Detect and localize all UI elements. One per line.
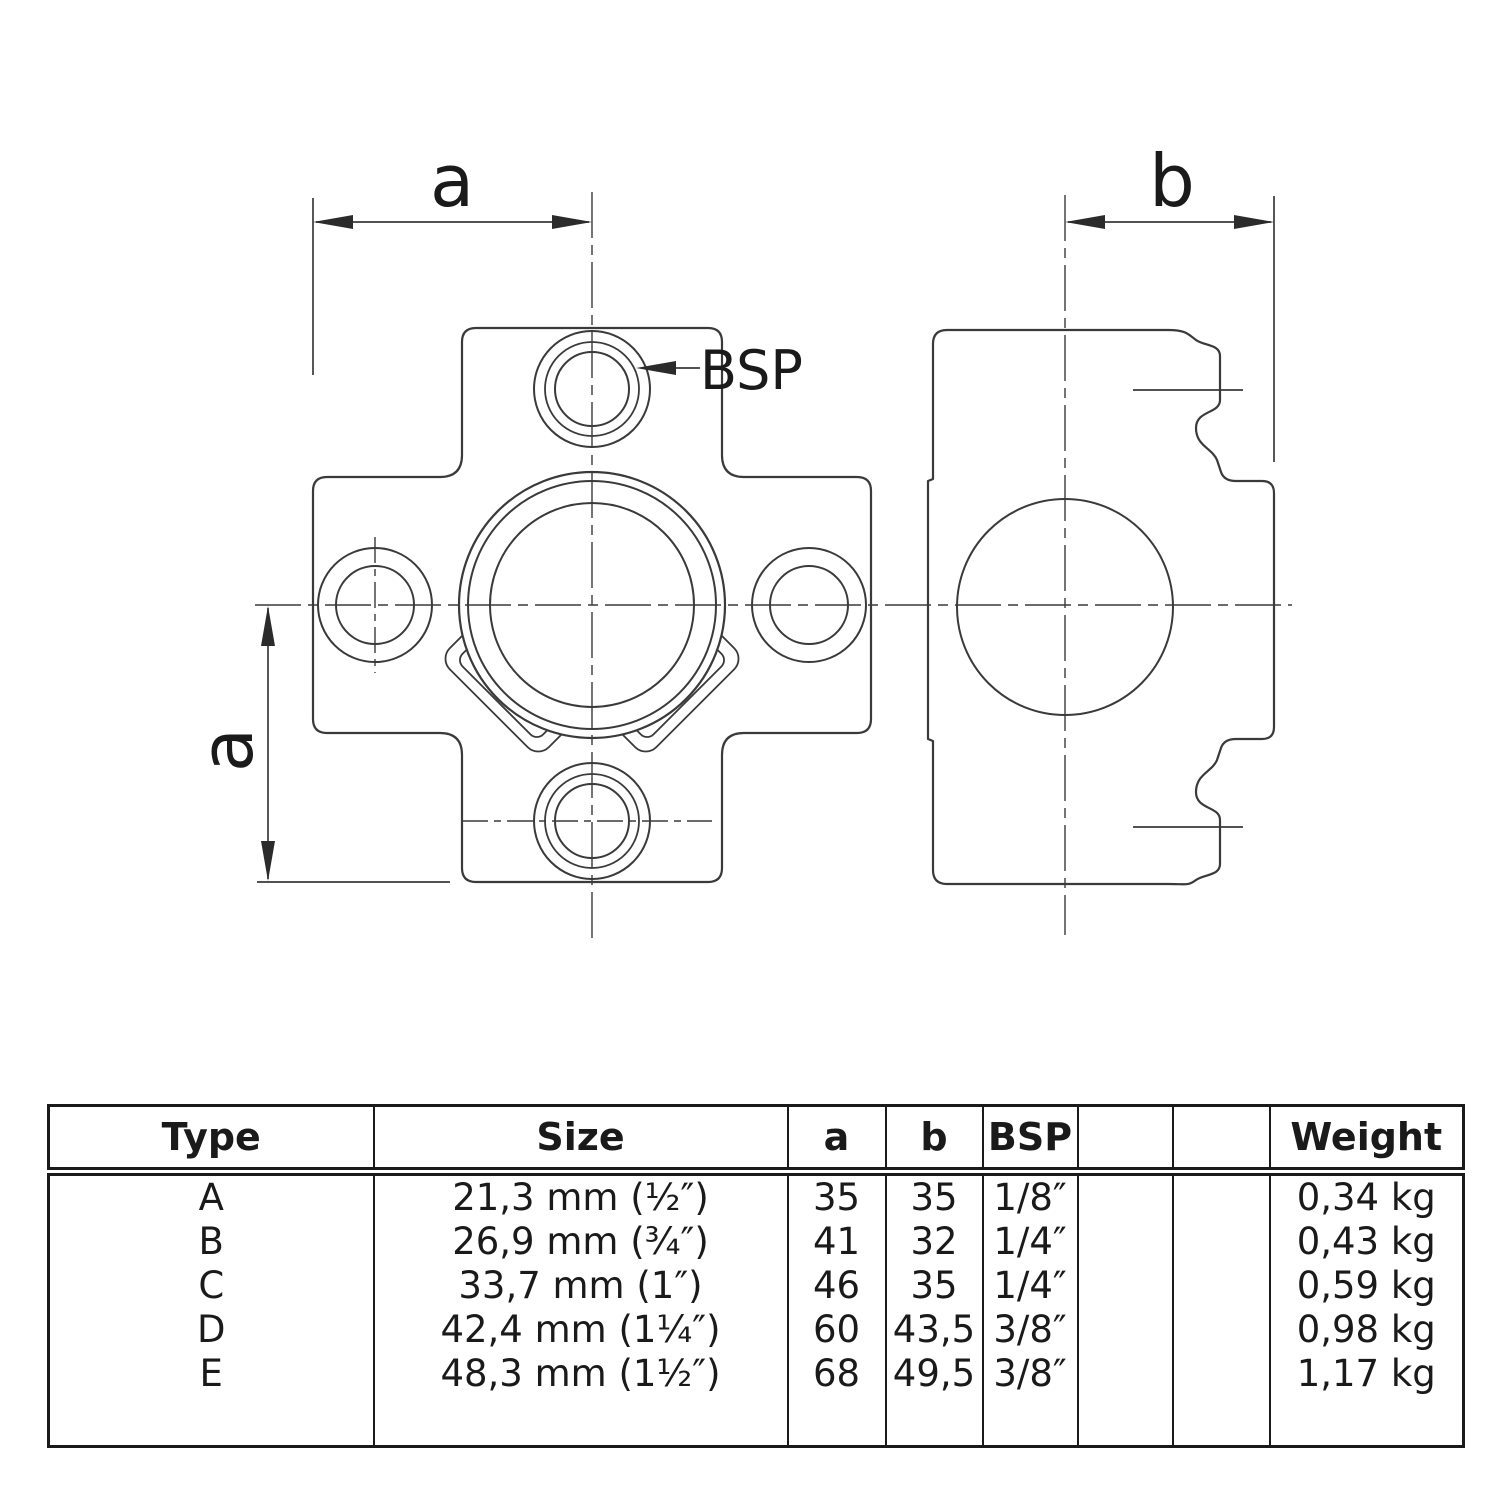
cell-type: C	[47, 1264, 375, 1308]
dim-a-left-arrow-down	[261, 841, 275, 881]
cell-empty-1	[1076, 1308, 1174, 1352]
cell-type: A	[47, 1171, 375, 1220]
cell-empty-1	[1076, 1352, 1174, 1396]
cell-weight: 0,59 kg	[1268, 1264, 1465, 1308]
cell-weight: 1,17 kg	[1268, 1352, 1465, 1396]
cell-empty-1	[1076, 1171, 1174, 1220]
dim-a-left-arrow-up	[261, 606, 275, 646]
cell-empty	[372, 1396, 789, 1447]
column-header-empty-1	[1076, 1105, 1174, 1176]
column-header-size: Size	[372, 1105, 789, 1176]
cell-empty	[884, 1396, 984, 1447]
cell-empty-2	[1171, 1264, 1271, 1308]
cell-empty	[981, 1396, 1079, 1447]
cell-bsp: 1/8″	[981, 1171, 1079, 1220]
column-header-type: Type	[47, 1105, 375, 1176]
cell-a: 60	[786, 1308, 887, 1352]
technical-drawing: a a b BSP	[185, 139, 1292, 938]
cell-empty-1	[1076, 1220, 1174, 1264]
bsp-arrowhead	[636, 361, 676, 375]
cell-type: D	[47, 1308, 375, 1352]
cell-empty-1	[1076, 1264, 1174, 1308]
cell-empty	[1076, 1396, 1174, 1447]
cell-size: 42,4 mm (1¼″)	[372, 1308, 789, 1352]
cell-b: 32	[884, 1220, 984, 1264]
cell-empty	[1268, 1396, 1465, 1447]
cell-weight: 0,98 kg	[1268, 1308, 1465, 1352]
cell-b: 35	[884, 1264, 984, 1308]
cell-empty	[47, 1396, 375, 1447]
cell-a: 46	[786, 1264, 887, 1308]
cell-empty-2	[1171, 1220, 1271, 1264]
cell-size: 26,9 mm (¾″)	[372, 1220, 789, 1264]
side-view-body	[926, 328, 1276, 886]
dim-b-label: b	[1149, 139, 1195, 223]
dim-a-top-label: a	[430, 139, 474, 223]
dim-b-arrow-right	[1234, 215, 1274, 229]
cell-b: 49,5	[884, 1352, 984, 1396]
dim-a-top-arrow-left	[313, 215, 353, 229]
cell-b: 35	[884, 1171, 984, 1220]
cell-empty	[786, 1396, 887, 1447]
cell-a: 35	[786, 1171, 887, 1220]
column-header-a: a	[786, 1105, 887, 1176]
cell-weight: 0,43 kg	[1268, 1220, 1465, 1264]
cell-a: 41	[786, 1220, 887, 1264]
column-header-bsp: BSP	[981, 1105, 1079, 1176]
bsp-label: BSP	[700, 339, 803, 402]
cell-size: 21,3 mm (½″)	[372, 1171, 789, 1220]
cell-bsp: 3/8″	[981, 1352, 1079, 1396]
dim-a-left-label: a	[185, 728, 269, 772]
cell-empty-2	[1171, 1308, 1271, 1352]
dim-a-top-arrow-right	[552, 215, 592, 229]
cell-size: 48,3 mm (1½″)	[372, 1352, 789, 1396]
dim-b-arrow-left	[1065, 215, 1105, 229]
cell-empty-2	[1171, 1352, 1271, 1396]
cell-size: 33,7 mm (1″)	[372, 1264, 789, 1308]
cell-type: B	[47, 1220, 375, 1264]
cell-bsp: 3/8″	[981, 1308, 1079, 1352]
cell-b: 43,5	[884, 1308, 984, 1352]
column-header-b: b	[884, 1105, 984, 1176]
cell-bsp: 1/4″	[981, 1220, 1079, 1264]
cell-bsp: 1/4″	[981, 1264, 1079, 1308]
cell-empty-2	[1171, 1171, 1271, 1220]
cell-a: 68	[786, 1352, 887, 1396]
table-filler-row	[47, 1396, 1465, 1447]
column-header-weight: Weight	[1268, 1105, 1465, 1176]
cell-empty	[1171, 1396, 1271, 1447]
column-header-empty-2	[1171, 1105, 1271, 1176]
cell-type: E	[47, 1352, 375, 1396]
cell-weight: 0,34 kg	[1268, 1171, 1465, 1220]
